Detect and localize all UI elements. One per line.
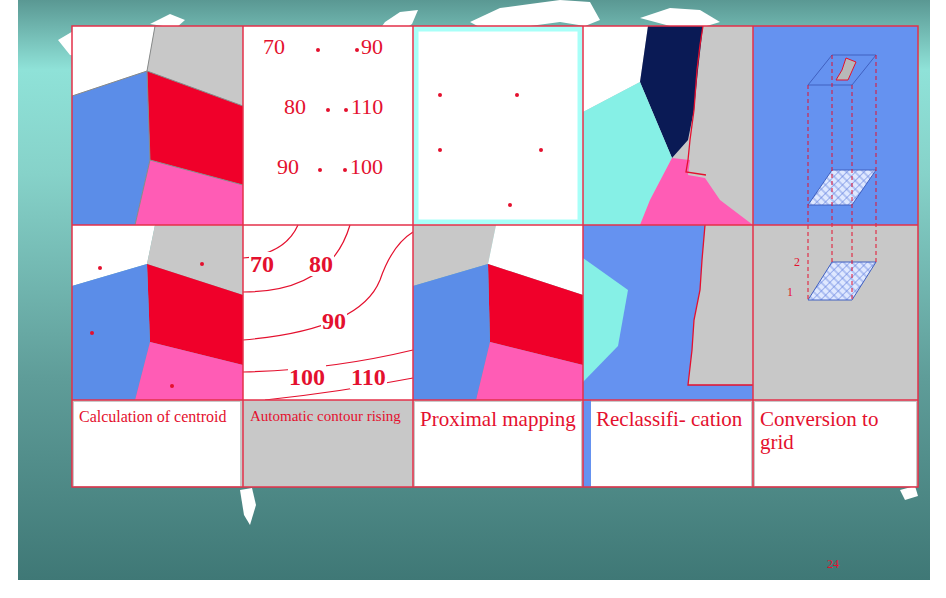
contour-panel	[243, 225, 413, 400]
caption-text: Conversion to grid	[760, 408, 911, 454]
region-map	[583, 26, 753, 225]
caption-band	[72, 400, 918, 487]
page-number: 24	[826, 558, 840, 570]
caption-box: Calculation of centroid	[74, 402, 240, 486]
grid-layer	[753, 225, 918, 400]
value-label: 110	[350, 96, 384, 118]
voronoi-map	[72, 26, 243, 225]
value-label: 90	[360, 36, 384, 58]
value-label: 70	[249, 252, 275, 276]
voronoi-centroids	[72, 225, 243, 400]
slide-ground	[18, 0, 930, 580]
value-label: 100	[288, 365, 326, 389]
layer-stack	[808, 55, 876, 300]
layer-number: 2	[793, 256, 801, 268]
caption-box: Automatic contour rising	[245, 402, 410, 472]
caption-box: Proximal mapping	[415, 402, 581, 486]
caption-text: Automatic contour rising	[250, 408, 405, 425]
caption-text: Reclassifi- cation	[596, 408, 746, 431]
value-label: 70	[262, 36, 286, 58]
value-label: 80	[308, 252, 334, 276]
proximal-map	[413, 225, 583, 400]
value-label: 80	[283, 96, 307, 118]
reclassified-map	[583, 225, 753, 400]
panel-grid	[72, 26, 918, 487]
vector-layer	[753, 26, 918, 225]
caption-box: Conversion to grid	[755, 402, 916, 486]
sample-points	[438, 93, 543, 207]
value-label: 110	[350, 365, 387, 389]
caption-box: Reclassifi- cation	[591, 402, 751, 486]
caption-text: Proximal mapping	[420, 408, 576, 431]
value-label: 90	[276, 156, 300, 178]
layer-number: 1	[786, 286, 794, 298]
value-label: 100	[349, 156, 384, 178]
point-panel	[243, 26, 413, 225]
contour-lines	[243, 225, 413, 400]
caption-text: Calculation of centroid	[79, 408, 235, 426]
point-panel	[413, 26, 583, 225]
value-label: 90	[321, 309, 347, 333]
caption-strip	[583, 400, 591, 487]
world-map	[58, 0, 918, 525]
